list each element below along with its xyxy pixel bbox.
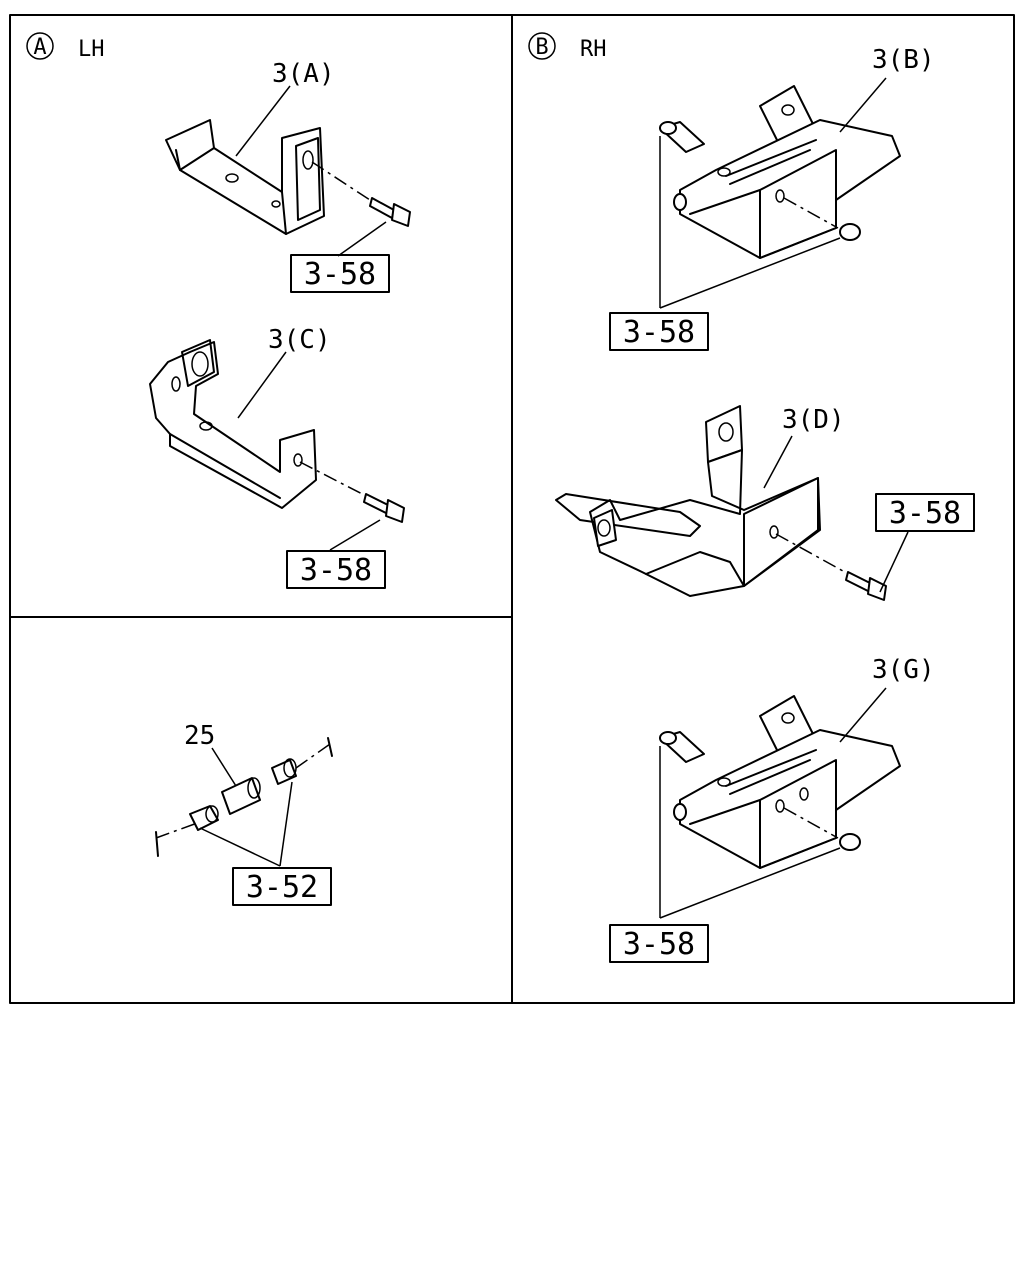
- panel-header-lh: A LH: [26, 32, 105, 62]
- bracket-3d-drawing: [555, 405, 909, 601]
- ref-label-3g: 3-58: [623, 927, 695, 962]
- ref-label-3a: 3-58: [304, 257, 376, 292]
- ref-label-3c: 3-58: [300, 553, 372, 588]
- bracket-3a-drawing: [165, 85, 411, 257]
- ref-box-3-52: 3-52: [232, 867, 332, 906]
- bracket-3g-drawing: [659, 687, 901, 919]
- diagram-frame: [9, 14, 1015, 1004]
- ref-box-3d: 3-58: [875, 493, 975, 532]
- bracket-3c-drawing: [149, 339, 405, 551]
- part-label-3a: 3(A): [272, 59, 335, 89]
- panel-label-rh: RH: [580, 37, 607, 62]
- part-label-25: 25: [184, 721, 215, 751]
- circle-marker-b: [528, 32, 556, 60]
- spacer-assembly-drawing: [155, 737, 333, 867]
- part-label-3d: 3(D): [782, 405, 845, 435]
- ref-label-3-52: 3-52: [246, 870, 318, 905]
- part-label-3c: 3(C): [268, 325, 331, 355]
- ref-label-3d: 3-58: [889, 496, 961, 531]
- circle-marker-a: [26, 32, 54, 60]
- bracket-3b-drawing: [659, 77, 901, 309]
- circle-letter-b: B: [535, 35, 548, 60]
- part-label-3b: 3(B): [872, 45, 935, 75]
- panel-label-lh: LH: [78, 37, 105, 62]
- ref-box-3a: 3-58: [290, 254, 390, 293]
- part-label-3g: 3(G): [872, 655, 935, 685]
- ref-box-3c: 3-58: [286, 550, 386, 589]
- ref-box-3g: 3-58: [609, 924, 709, 963]
- panel-header-rh: B RH: [528, 32, 607, 62]
- ref-box-3b: 3-58: [609, 312, 709, 351]
- ref-label-3b: 3-58: [623, 315, 695, 350]
- circle-letter-a: A: [33, 35, 46, 60]
